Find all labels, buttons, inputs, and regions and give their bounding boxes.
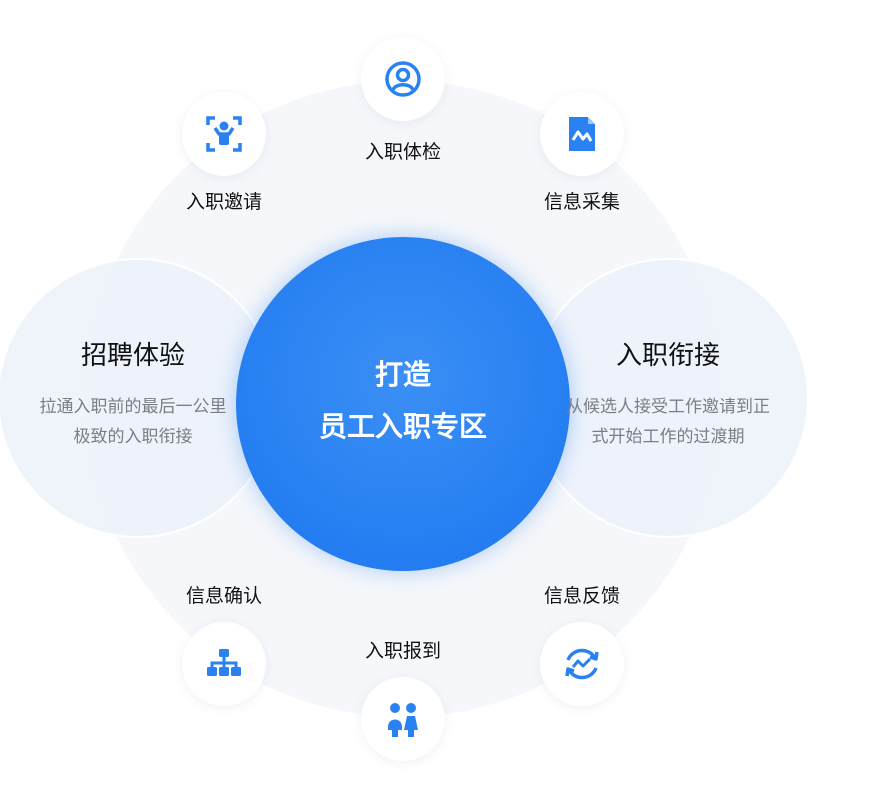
org-chart-icon [207,649,241,676]
chart-document-icon [569,117,595,151]
node-label-info-collection: 信息采集 [543,191,620,213]
center-title-line1: 打造 [374,358,431,391]
left-panel-title: 招聘体验 [80,341,185,371]
user-circle-icon [385,61,421,97]
left-panel-desc-line1: 拉通入职前的最后一公里 [39,397,227,417]
node-label-medical-check: 入职体检 [364,141,441,163]
left-panel-desc-line2: 极致的入职衔接 [73,427,193,447]
node-info-confirm[interactable] [182,622,266,706]
node-info-feedback[interactable] [540,622,624,706]
left-panel-circle [0,258,277,538]
node-label-onboarding-invite: 入职邀请 [185,191,262,213]
center-title-line2: 员工入职专区 [318,410,487,443]
node-onboarding-invite[interactable] [182,92,266,176]
node-label-info-feedback: 信息反馈 [543,585,620,607]
right-panel-title: 入职衔接 [615,341,720,371]
node-check-in[interactable] [361,677,445,761]
right-panel-desc-line2: 式开始工作的过渡期 [591,427,745,447]
node-label-info-confirm: 信息确认 [185,585,262,607]
people-pair-icon [388,703,418,737]
node-info-collection[interactable] [540,92,624,176]
person-scan-icon [206,116,242,152]
node-label-check-in: 入职报到 [364,640,441,662]
center-circle [236,237,570,571]
right-panel-desc-line1: 从候选人接受工作邀请到正 [566,397,770,417]
node-medical-check[interactable] [361,37,445,121]
refresh-chart-icon [565,648,599,680]
